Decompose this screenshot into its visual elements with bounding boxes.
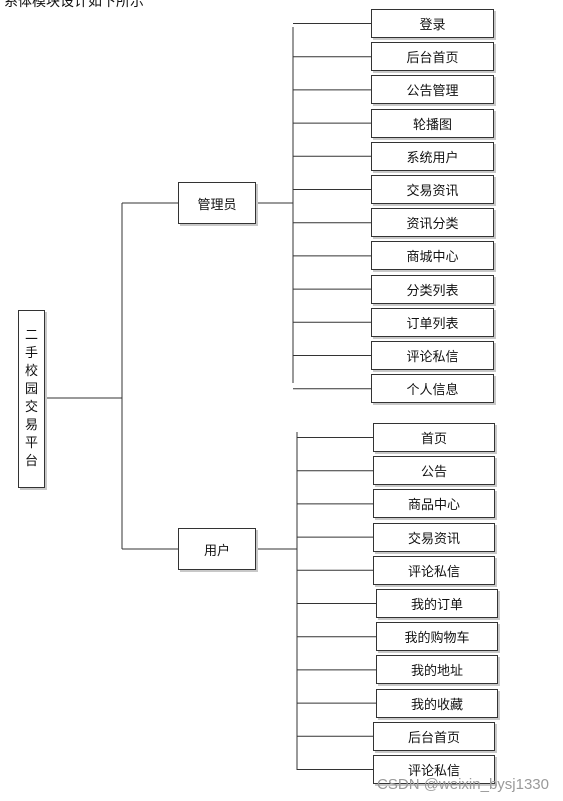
leaf-node: 个人信息	[371, 374, 494, 404]
leaf-node: 我的购物车	[376, 622, 498, 652]
leaf-node: 订单列表	[371, 307, 494, 337]
leaf-node: 资讯分类	[371, 208, 494, 238]
leaf-node: 评论私信	[373, 755, 495, 784]
leaf-node: 后台首页	[371, 42, 494, 72]
leaf-node: 我的收藏	[376, 688, 498, 718]
leaf-node: 分类列表	[371, 274, 494, 304]
watermark: CSDN @weixin_bysj1330	[377, 776, 549, 793]
branch-node-admin: 管理员	[178, 182, 256, 224]
root-node-char: 二	[24, 328, 38, 343]
root-node-char: 交	[24, 400, 38, 415]
root-node-char: 台	[24, 454, 38, 469]
root-node-char: 校	[24, 364, 38, 379]
leaf-node: 我的订单	[376, 589, 498, 618]
leaf-node: 轮播图	[371, 108, 494, 138]
root-node-char: 手	[24, 346, 38, 361]
leaf-node: 商城中心	[371, 241, 494, 271]
root-node-char: 易	[24, 418, 38, 433]
leaf-node: 评论私信	[373, 555, 495, 585]
leaf-node: 交易资讯	[371, 175, 494, 204]
root-node-char: 平	[24, 436, 38, 451]
header-fragment: 系体模块设计如下所示	[4, 0, 144, 10]
leaf-node: 登录	[371, 9, 494, 38]
leaf-node: 评论私信	[371, 341, 494, 370]
root-node: 二手校园交易平台	[18, 310, 45, 488]
leaf-node: 我的地址	[376, 655, 498, 685]
leaf-node: 交易资讯	[373, 522, 495, 552]
branch-node-user: 用户	[178, 528, 256, 570]
leaf-node: 首页	[373, 423, 495, 452]
root-node-char: 园	[24, 382, 38, 397]
leaf-node: 系统用户	[371, 141, 494, 171]
leaf-node: 商品中心	[373, 489, 495, 519]
leaf-node: 公告	[373, 456, 495, 486]
leaf-node: 公告管理	[371, 75, 494, 105]
leaf-node: 后台首页	[373, 721, 495, 751]
